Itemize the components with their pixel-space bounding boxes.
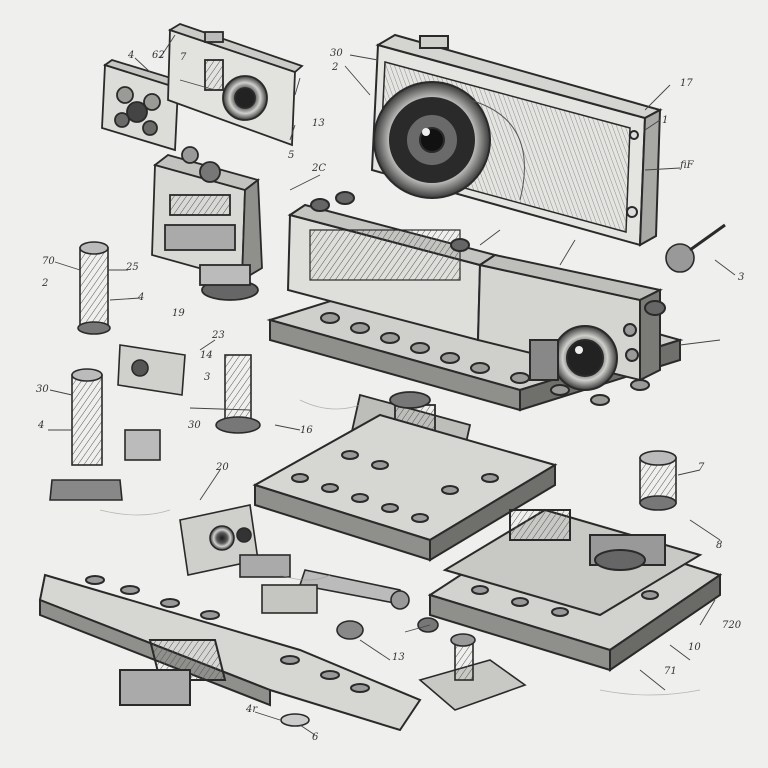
callout-label: 14	[200, 350, 213, 361]
callout-label: 4	[138, 292, 145, 303]
callout-label: 4	[128, 50, 135, 61]
leader-lines	[48, 34, 736, 736]
callout-label: 70	[42, 256, 55, 267]
callout-label: 5	[288, 150, 295, 161]
callout-label: 13	[312, 118, 325, 129]
right-lower-base	[427, 508, 723, 672]
callout-label: 23	[212, 330, 225, 341]
callout-label: 25	[126, 262, 139, 273]
callout-label: 30	[188, 420, 201, 431]
callout-label: fiF	[680, 160, 694, 171]
top-left-panel	[101, 59, 186, 152]
left-tower-mechanism	[151, 146, 263, 301]
callout-label: 8	[716, 540, 723, 551]
callout-label: 2	[42, 278, 49, 289]
callout-label: 7	[180, 52, 187, 63]
callout-label: 3	[204, 372, 211, 383]
bottom-left-beam	[38, 573, 422, 732]
callout-label: 6	[312, 732, 319, 743]
callout-label: 16	[300, 425, 313, 436]
shadow-scribbles	[99, 399, 701, 696]
callout-label: 19	[172, 308, 185, 319]
small-parts	[49, 223, 726, 727]
callout-label: 71	[664, 666, 677, 677]
callout-label: 17	[680, 78, 693, 89]
callout-label: 3	[738, 272, 745, 283]
main-chassis	[266, 191, 684, 412]
callout-label: 20	[216, 462, 229, 473]
callout-label: 13	[392, 652, 405, 663]
callout-label: 4r	[246, 704, 258, 715]
callout-label: 1	[662, 115, 669, 126]
callout-label: 4	[38, 420, 45, 431]
callout-label: 7	[698, 462, 705, 473]
callout-label: 720	[722, 620, 742, 631]
callout-label: 30	[36, 384, 49, 395]
callout-label: 2	[332, 62, 339, 73]
middle-base-plate	[252, 413, 558, 562]
callout-label: 30	[330, 48, 343, 59]
top-camera-module	[167, 23, 304, 147]
callout-label: 2C	[312, 163, 327, 174]
callout-label: 10	[688, 642, 701, 653]
callout-label: 62	[152, 50, 165, 61]
large-camera-sketch	[370, 33, 663, 247]
